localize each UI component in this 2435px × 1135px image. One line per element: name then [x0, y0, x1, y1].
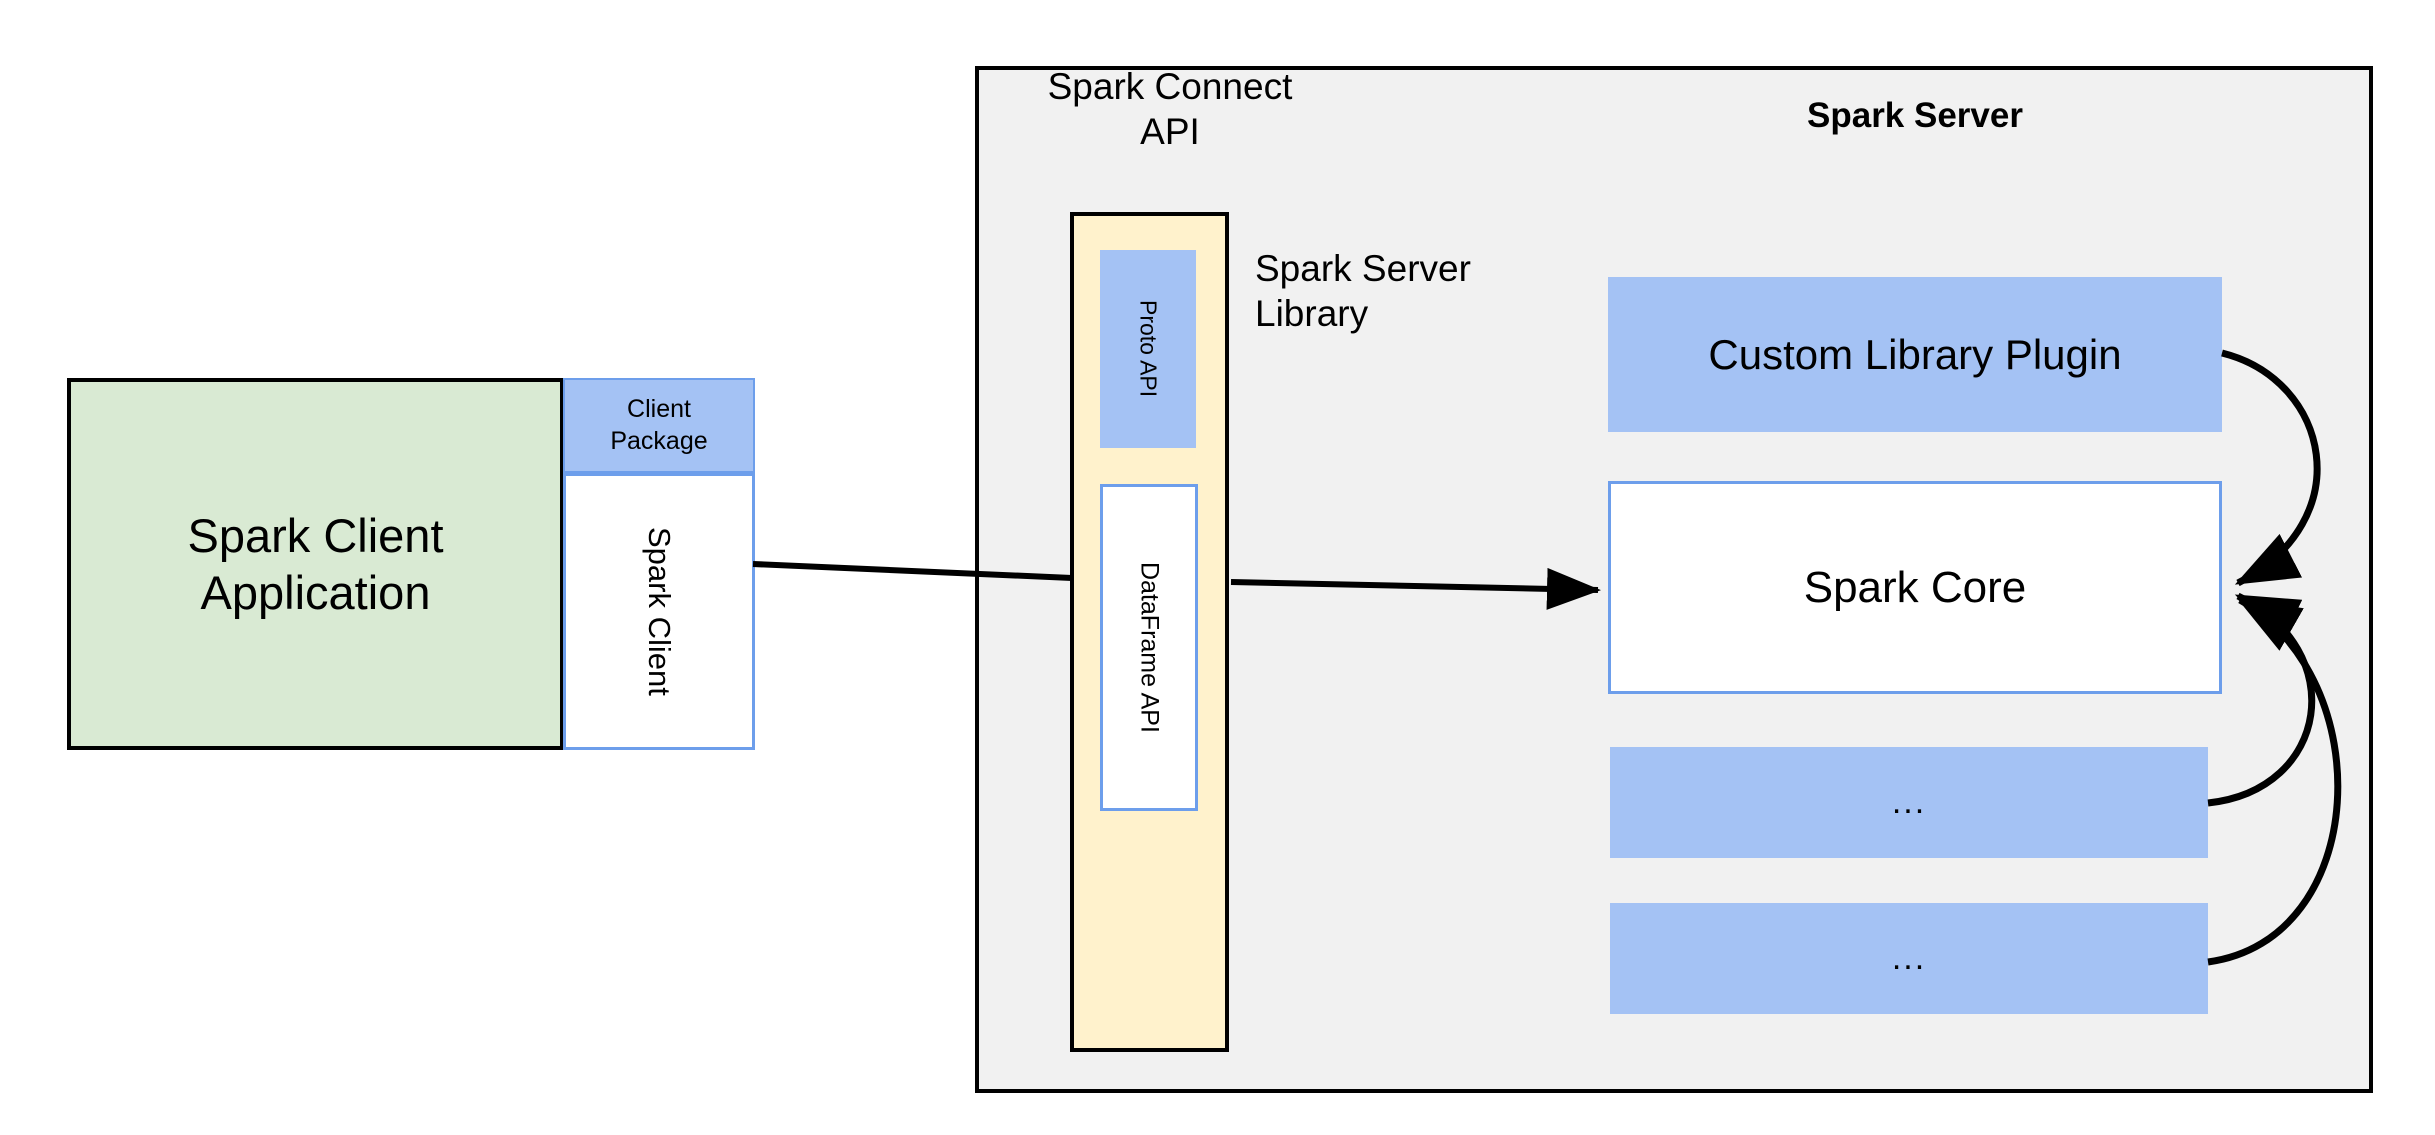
- spark-client-box[interactable]: Spark Client: [563, 473, 755, 750]
- spark-client-label: Spark Client: [642, 527, 677, 696]
- spark-server-library-label: Spark Server Library: [1255, 248, 1471, 335]
- placeholder-component-label-2: ...: [1891, 939, 1927, 977]
- dataframe-api-box[interactable]: DataFrame API: [1100, 484, 1198, 811]
- proto-api-label: Proto API: [1135, 300, 1162, 398]
- custom-library-plugin-box[interactable]: Custom Library Plugin: [1608, 277, 2222, 432]
- client-package-label: Client Package: [610, 395, 708, 455]
- placeholder-component-box-1[interactable]: ...: [1610, 747, 2208, 858]
- spark-client-application-box[interactable]: Spark Client Application: [67, 378, 564, 750]
- spark-core-label: Spark Core: [1803, 562, 2027, 612]
- proto-api-box[interactable]: Proto API: [1100, 250, 1196, 448]
- placeholder-component-box-2[interactable]: ...: [1610, 903, 2208, 1014]
- spark-connect-api-title: Spark Connect API: [1047, 66, 1293, 153]
- client-package-box[interactable]: Client Package: [563, 378, 755, 473]
- spark-server-title: Spark Server: [1807, 96, 2023, 135]
- spark-client-application-label: Spark Client Application: [187, 508, 444, 619]
- placeholder-component-label-1: ...: [1891, 783, 1927, 821]
- custom-library-plugin-label: Custom Library Plugin: [1708, 330, 2122, 378]
- spark-core-box[interactable]: Spark Core: [1608, 481, 2222, 694]
- dataframe-api-label: DataFrame API: [1135, 562, 1164, 733]
